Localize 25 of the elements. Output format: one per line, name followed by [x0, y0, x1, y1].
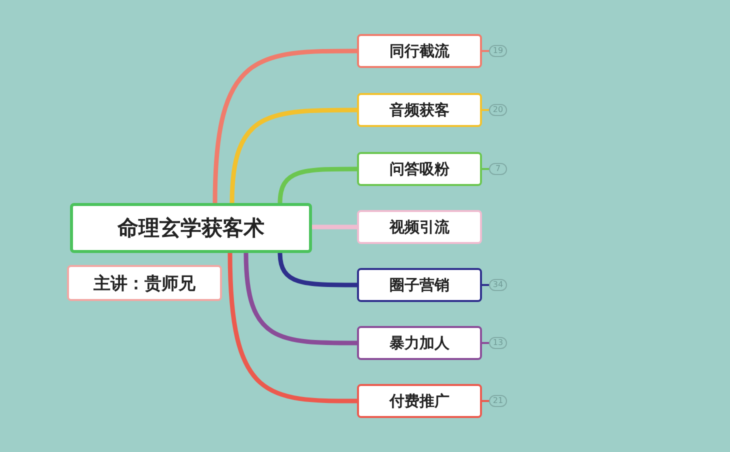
topic-text: 问答吸粉	[390, 160, 450, 178]
topic-box	[357, 152, 482, 186]
topic-text: 视频引流	[390, 218, 450, 236]
topic-box	[357, 93, 482, 127]
branch-line	[244, 250, 360, 346]
topic-box	[357, 210, 482, 244]
topic-box	[357, 326, 482, 360]
branch-line	[310, 224, 360, 230]
branch-line	[228, 250, 360, 404]
root-topic-box	[70, 203, 312, 253]
topic-text: 命理玄学获客术	[118, 215, 264, 242]
branch-line	[230, 108, 360, 206]
topic-text: 圈子营销	[390, 276, 450, 294]
topic-box	[357, 34, 482, 68]
branch-line	[278, 250, 360, 288]
topic-text: 同行截流	[390, 42, 450, 60]
topic-text: 暴力加人	[390, 334, 450, 352]
branch-line	[212, 48, 360, 206]
branch-line	[278, 166, 360, 206]
topic-text: 主讲：贵师兄	[94, 272, 196, 294]
topic-box	[357, 268, 482, 302]
topic-box	[357, 384, 482, 418]
topic-text: 音频获客	[390, 100, 450, 120]
topic-text: 付费推广	[390, 392, 450, 410]
topic-box	[67, 265, 222, 301]
